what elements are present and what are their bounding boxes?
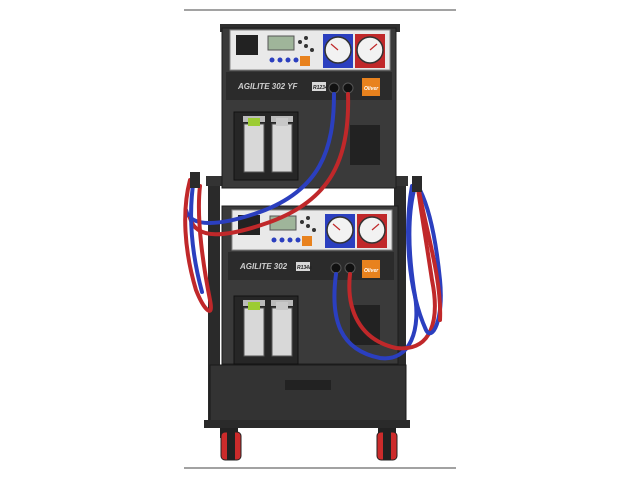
lower-unit: AGILITE 302 R134a Oliver <box>221 205 399 365</box>
oil-bottle-icon <box>243 118 265 173</box>
upper-unit: AGILITE 302 YF R1234yf Oliver <box>220 24 400 189</box>
lower-gas-badge: R134a <box>297 265 312 271</box>
upper-printer <box>236 35 258 55</box>
lower-model-label: AGILITE 302 <box>239 262 288 271</box>
svg-text:Oliver: Oliver <box>364 268 379 274</box>
upper-gas-badge: R1234yf <box>313 85 334 91</box>
left-hose-hanger <box>190 172 200 188</box>
lower-brand-tag <box>362 260 380 278</box>
upper-low-port <box>328 82 340 94</box>
oil-bottle-icon <box>271 302 293 357</box>
upper-high-port <box>342 82 354 94</box>
oil-bottle-icon <box>271 118 293 173</box>
upper-brand-tag <box>362 78 380 96</box>
upper-high-hose <box>188 92 351 237</box>
oil-bottle-icon <box>243 302 265 357</box>
castor-wheel-icon <box>376 428 398 461</box>
hoses <box>183 92 443 361</box>
upper-display <box>267 35 295 51</box>
castor-wheel-icon <box>220 428 242 461</box>
right-hose-hanger <box>412 176 422 192</box>
svg-text:Oliver: Oliver <box>364 86 379 92</box>
base-handle-slot <box>285 380 331 390</box>
upper-model-label: AGILITE 302 YF <box>237 82 299 91</box>
